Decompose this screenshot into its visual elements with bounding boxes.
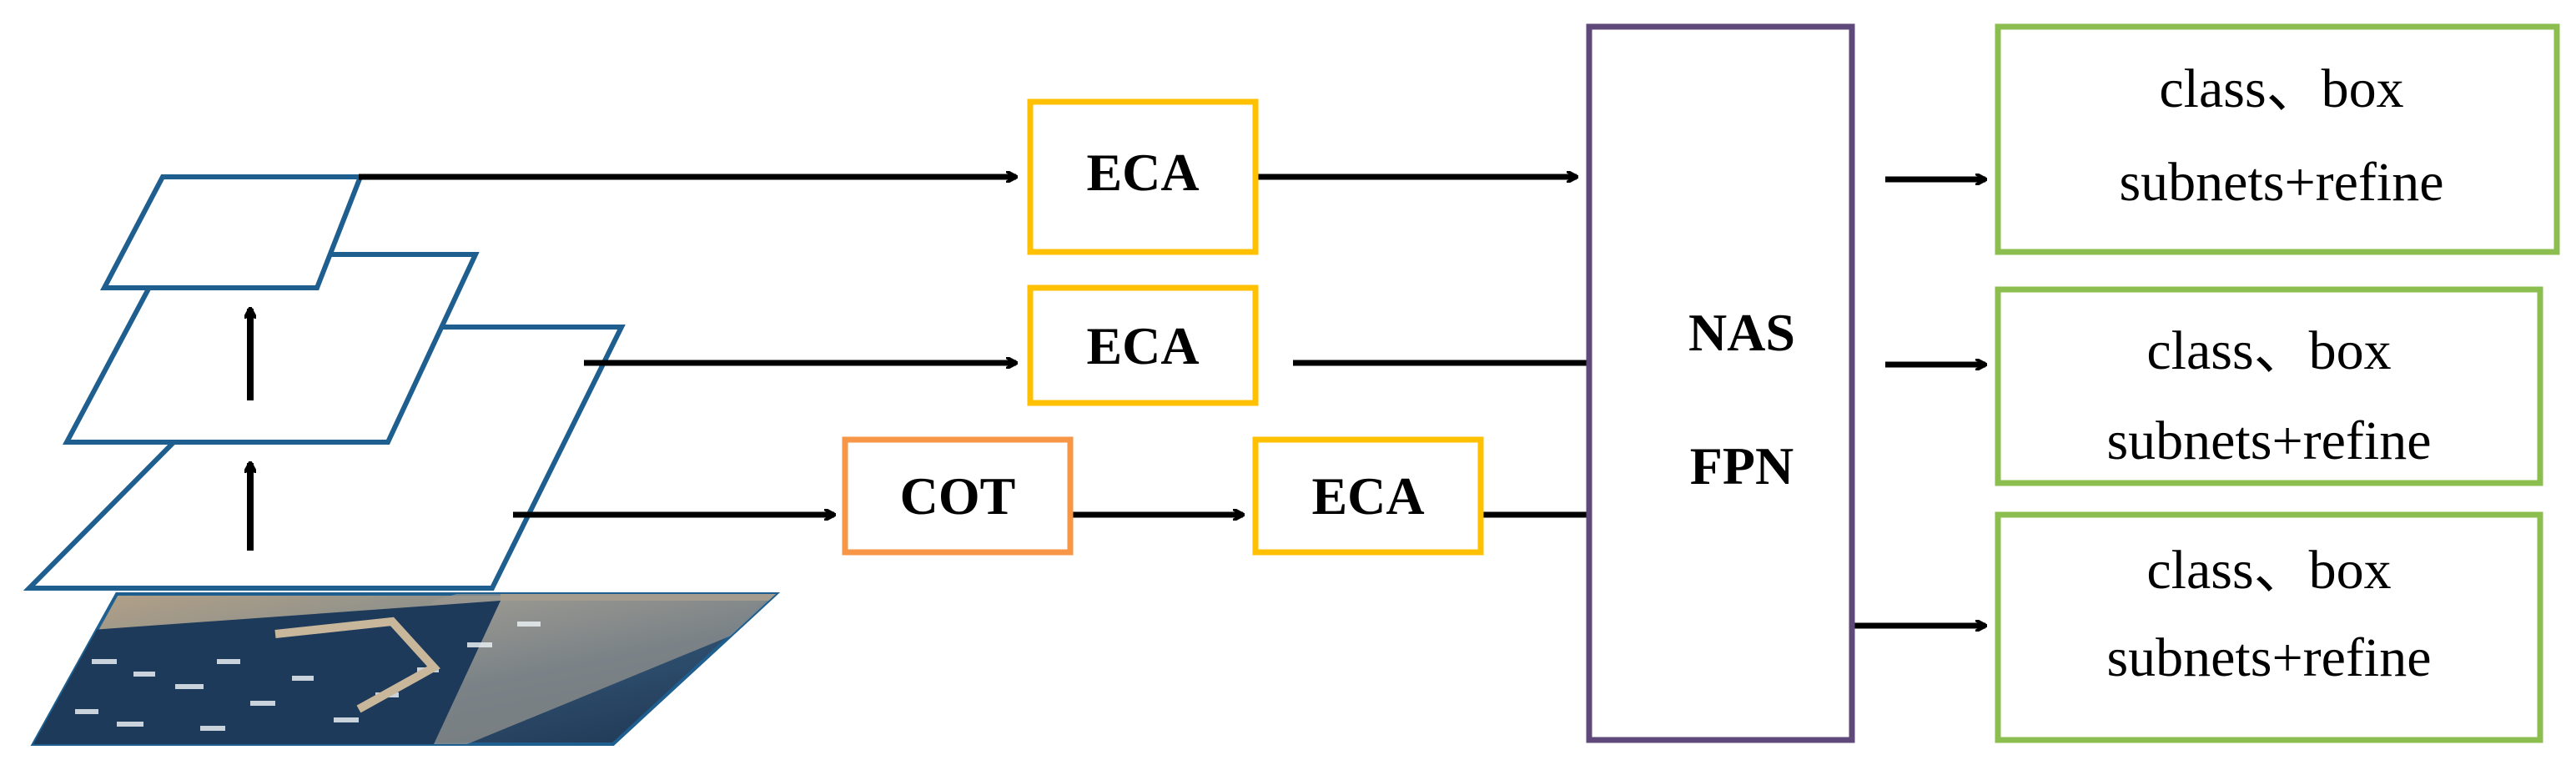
output-1-line2: subnets+refine	[2119, 152, 2443, 213]
output-2-line2: subnets+refine	[2106, 410, 2431, 471]
eca-box-bottom: ECA	[1252, 436, 1484, 556]
pyramid-level-2	[63, 252, 480, 445]
cot-box: COT	[842, 436, 1074, 556]
output-3-line2: subnets+refine	[2106, 627, 2431, 688]
cot-label: COT	[900, 466, 1016, 526]
output-box-2: class、box subnets+refine	[1995, 286, 2543, 486]
aerial-image	[30, 592, 781, 746]
eca-box-mid: ECA	[1027, 284, 1259, 406]
nas-fpn-label-line1: NAS	[1688, 303, 1795, 362]
output-1-line1: class、box	[2159, 58, 2403, 119]
eca-label-bottom: ECA	[1311, 466, 1424, 526]
eca-box-top: ECA	[1027, 98, 1259, 255]
pyramid-level-1	[100, 174, 365, 290]
output-2-line1: class、box	[2146, 320, 2391, 381]
eca-label-mid: ECA	[1086, 316, 1199, 375]
pyramid-level-3	[23, 325, 626, 591]
nas-fpn-label-line2: FPN	[1690, 436, 1794, 496]
output-3-line1: class、box	[2146, 540, 2391, 601]
connection-arrows	[359, 177, 1985, 626]
nas-fpn-box: NAS FPN	[1586, 23, 1855, 743]
eca-label-top: ECA	[1086, 143, 1199, 202]
output-box-3: class、box subnets+refine	[1995, 511, 2543, 743]
output-box-1: class、box subnets+refine	[1995, 23, 2560, 255]
